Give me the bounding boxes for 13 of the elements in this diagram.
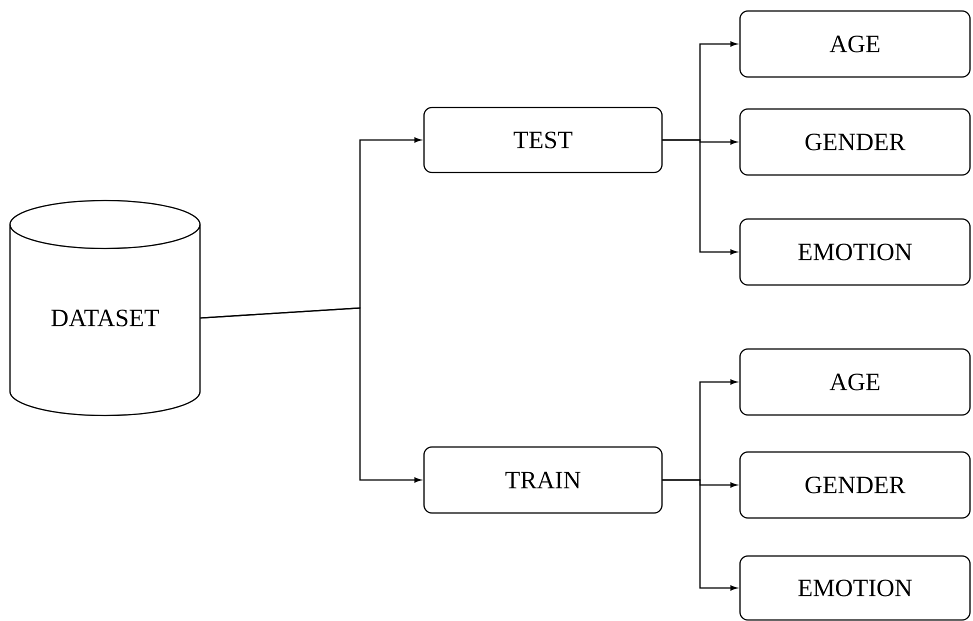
output-box: GENDER bbox=[739, 108, 971, 176]
output-box: EMOTION bbox=[739, 555, 971, 621]
node-label: DATASET bbox=[51, 310, 159, 326]
output-box: AGE bbox=[739, 10, 971, 78]
output-box: AGE bbox=[739, 348, 971, 416]
process-box: TRAIN bbox=[423, 446, 663, 514]
output-box: GENDER bbox=[739, 451, 971, 519]
arrow bbox=[200, 307, 421, 483]
database-cylinder: DATASET bbox=[9, 200, 201, 416]
process-box: TEST bbox=[423, 106, 663, 174]
arrow bbox=[662, 139, 737, 255]
arrow bbox=[662, 479, 737, 591]
output-box: EMOTION bbox=[739, 218, 971, 286]
